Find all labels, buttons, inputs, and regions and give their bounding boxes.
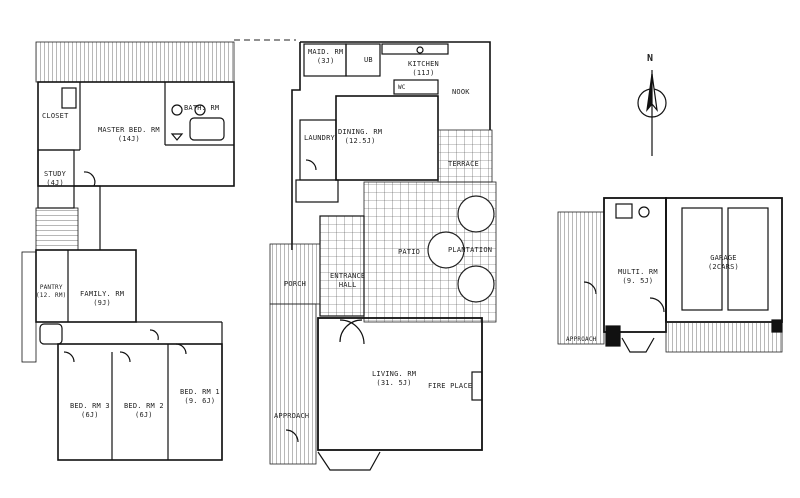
terrace-grid — [437, 129, 493, 183]
bed2-label: BED. RM 2 (6J) — [124, 402, 164, 419]
garage-label: GARAGE (2CARS) — [708, 254, 739, 271]
multi-room-label: MULTI. RM (9. 5J) — [618, 268, 658, 285]
living-label: LIVING. RM (31. 5J) — [372, 370, 417, 387]
closet-label: CLOSET — [42, 112, 69, 120]
garage-approach-hatch — [557, 211, 605, 345]
bed1-label: BED. RM 1 (9. 6J) — [180, 388, 220, 405]
nook-label: NOOK — [452, 88, 470, 96]
wc-label: WC — [398, 84, 406, 91]
bath-room-label: BATH. RM — [184, 104, 220, 112]
roof-hatch — [35, 41, 235, 83]
maid-room-label: MAID. RM (3J) — [308, 48, 344, 65]
garage-wing — [557, 197, 783, 353]
patio-label: PATIO — [398, 248, 421, 256]
kitchen-label: KITCHEN (11J) — [408, 60, 439, 77]
compass-north-label: N — [647, 53, 654, 64]
left-wing — [21, 41, 235, 461]
study-label: STUDY (4J) — [44, 170, 67, 187]
terrace-label: TERRACE — [448, 160, 479, 168]
entrance-hall-label: ENTRANCE HALL — [330, 272, 366, 289]
master-bed-label: MASTER BED. RM (14J) — [98, 126, 160, 143]
fire-place-label: FIRE PLACE — [428, 382, 473, 390]
family-label: FAMILY. RM (9J) — [80, 290, 125, 307]
approach-hatch — [269, 303, 317, 465]
garage-apron-hatch — [665, 321, 783, 353]
dining-label: DINING. RM (12.5J) — [338, 128, 383, 145]
center-wing — [269, 41, 497, 471]
approach-main-label: APPROACH — [274, 412, 310, 420]
entrance-grid — [319, 215, 365, 317]
ub-label: UB — [364, 56, 373, 64]
pantry-label: PANTRY (12. RM) — [36, 284, 67, 299]
compass — [637, 70, 667, 156]
laundry-label: LAUNDRY — [304, 134, 335, 142]
plantation-label: PLANTATION — [448, 246, 493, 254]
bed3-label: BED. RM 3 (6J) — [70, 402, 110, 419]
approach-garage-label: APPROACH — [566, 336, 597, 343]
porch-label: PORCH — [284, 280, 307, 288]
porch-hatch — [269, 243, 321, 305]
